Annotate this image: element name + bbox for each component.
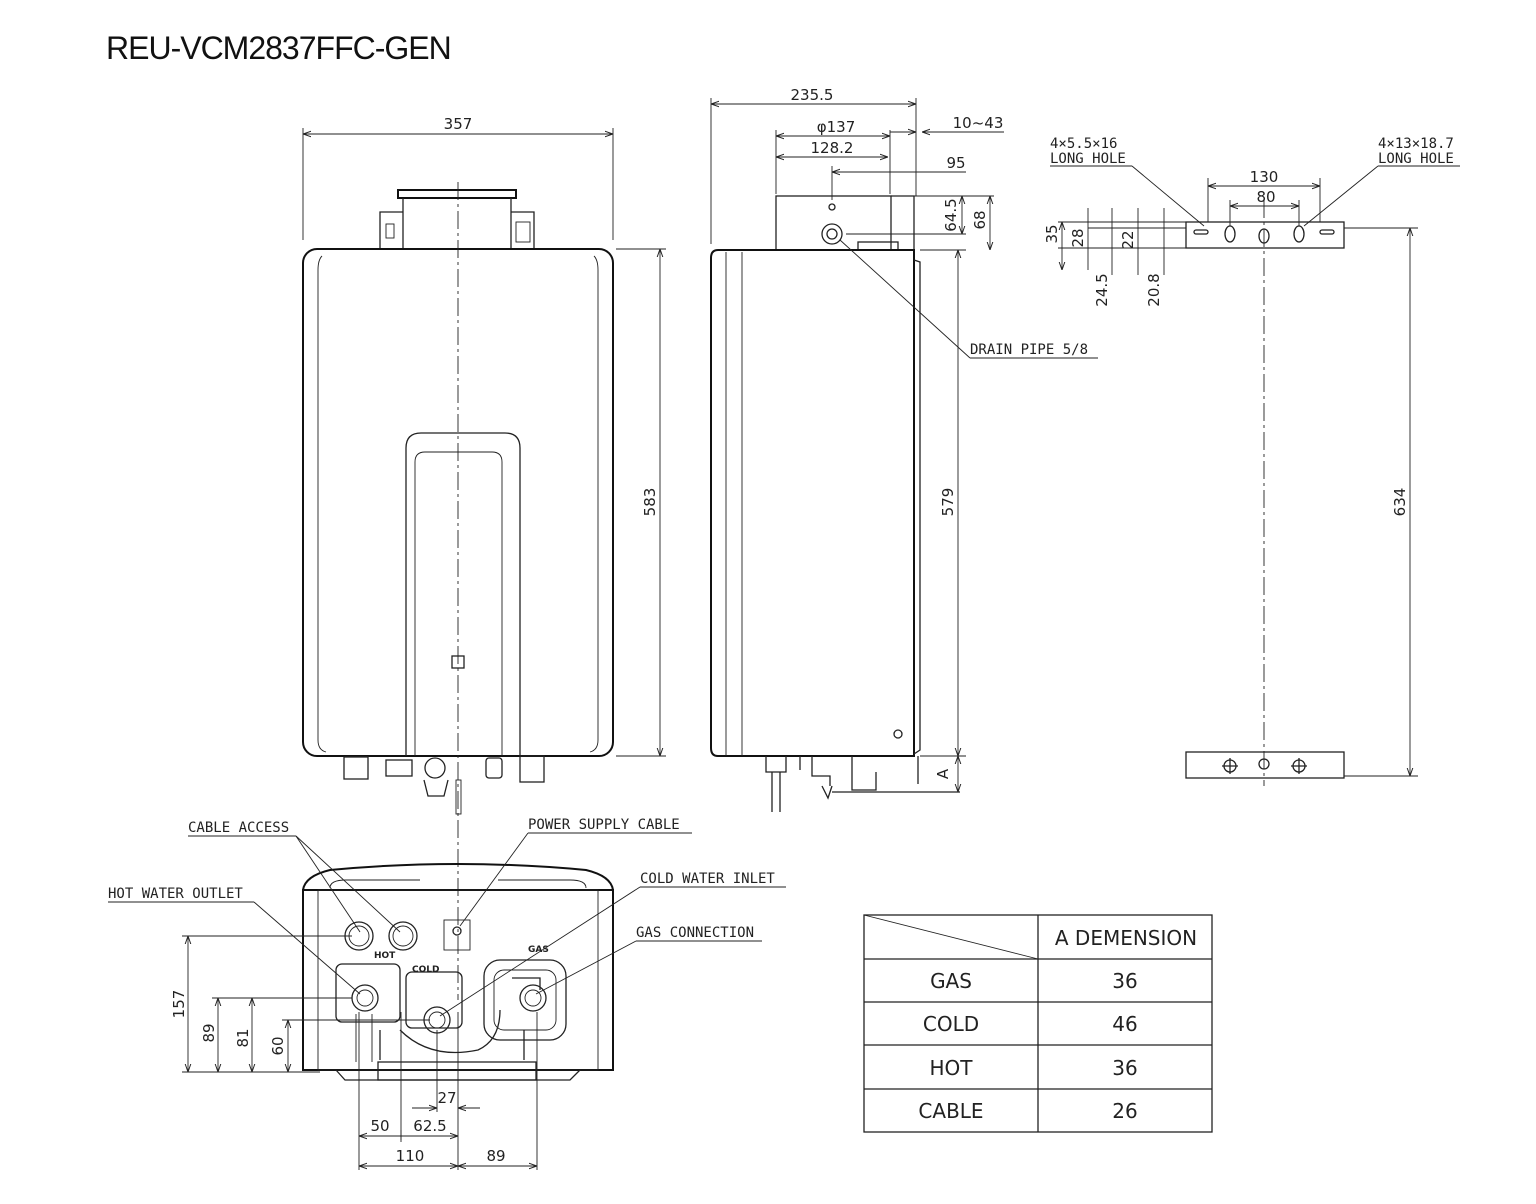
dim-bottom-81: 81 bbox=[234, 1028, 252, 1047]
label-long-hole-2-size: 4×13×18.7 bbox=[1378, 136, 1454, 152]
table-row-name: GAS bbox=[930, 969, 972, 993]
dim-bracket-130: 130 bbox=[1250, 168, 1279, 186]
dim-bracket-35: 35 bbox=[1043, 224, 1061, 243]
bottom-hot-mark: HOT bbox=[374, 951, 396, 961]
side-view: 235.5 φ137 128.2 10~43 95 64.5 68 579 A … bbox=[710, 86, 1098, 812]
bottom-cold-mark: COLD bbox=[412, 965, 439, 975]
dim-flue-h1: 64.5 bbox=[942, 198, 960, 231]
dim-bracket-80: 80 bbox=[1256, 188, 1275, 206]
label-drain-pipe: DRAIN PIPE 5/8 bbox=[970, 342, 1088, 358]
table-row-name: CABLE bbox=[918, 1099, 983, 1123]
dim-bottom-625: 62.5 bbox=[413, 1117, 446, 1135]
dim-bottom-89v: 89 bbox=[200, 1023, 218, 1042]
dim-bottom-110: 110 bbox=[396, 1147, 425, 1165]
table-row-value: 46 bbox=[1112, 1012, 1137, 1036]
dim-bracket-span: 634 bbox=[1391, 488, 1409, 517]
bracket-view: 634 130 80 35 28 24.5 22 20.8 4×5.5×16 L… bbox=[1043, 136, 1460, 786]
table-header: A DEMENSION bbox=[1055, 926, 1197, 950]
dim-bottom-50: 50 bbox=[370, 1117, 389, 1135]
drawing-title: REU-VCM2837FFC-GEN bbox=[106, 30, 452, 66]
dim-flue-inner: 128.2 bbox=[811, 139, 854, 157]
dim-flue-offset: 10~43 bbox=[953, 114, 1004, 132]
label-long-hole-2: LONG HOLE bbox=[1378, 151, 1454, 167]
table-row-value: 36 bbox=[1112, 1056, 1137, 1080]
dim-bracket-245: 24.5 bbox=[1093, 273, 1111, 306]
label-hot-water-outlet: HOT WATER OUTLET bbox=[108, 886, 243, 902]
dim-bottom-60: 60 bbox=[269, 1036, 287, 1055]
dim-bracket-28: 28 bbox=[1069, 228, 1087, 247]
table-row-value: 26 bbox=[1112, 1099, 1137, 1123]
label-cold-water-inlet: COLD WATER INLET bbox=[640, 871, 775, 887]
label-long-hole-1: LONG HOLE bbox=[1050, 151, 1126, 167]
front-view: 357 583 bbox=[302, 115, 666, 1000]
a-dimension-table: A DEMENSION GAS 36 COLD 46 HOT 36 CABLE … bbox=[863, 914, 1213, 1133]
dim-side-height: 579 bbox=[939, 488, 957, 517]
label-power-supply-cable: POWER SUPPLY CABLE bbox=[528, 817, 680, 833]
table-row-value: 36 bbox=[1112, 969, 1137, 993]
dim-bottom-89h: 89 bbox=[486, 1147, 505, 1165]
label-gas-connection: GAS CONNECTION bbox=[636, 925, 754, 941]
dim-a-marker: A bbox=[934, 768, 952, 779]
dim-side-depth: 235.5 bbox=[791, 86, 834, 104]
dim-bottom-157: 157 bbox=[170, 990, 188, 1019]
table-row-name: COLD bbox=[923, 1012, 979, 1036]
label-long-hole-1-size: 4×5.5×16 bbox=[1050, 136, 1117, 152]
dim-bottom-27: 27 bbox=[437, 1089, 456, 1107]
dim-flue-dia: φ137 bbox=[817, 118, 856, 136]
bottom-view: HOT COLD GAS 157 89 81 60 27 50 62.5 110… bbox=[108, 817, 786, 1170]
dim-drain-offset: 95 bbox=[946, 154, 965, 172]
dim-front-height: 583 bbox=[641, 488, 659, 517]
dim-bracket-208: 20.8 bbox=[1145, 273, 1163, 306]
dim-front-width: 357 bbox=[444, 115, 473, 133]
label-cable-access: CABLE ACCESS bbox=[188, 820, 289, 836]
table-row-name: HOT bbox=[930, 1056, 974, 1080]
dim-flue-h2: 68 bbox=[971, 210, 989, 229]
bottom-gas-mark: GAS bbox=[528, 945, 549, 955]
dim-bracket-22: 22 bbox=[1119, 230, 1137, 249]
